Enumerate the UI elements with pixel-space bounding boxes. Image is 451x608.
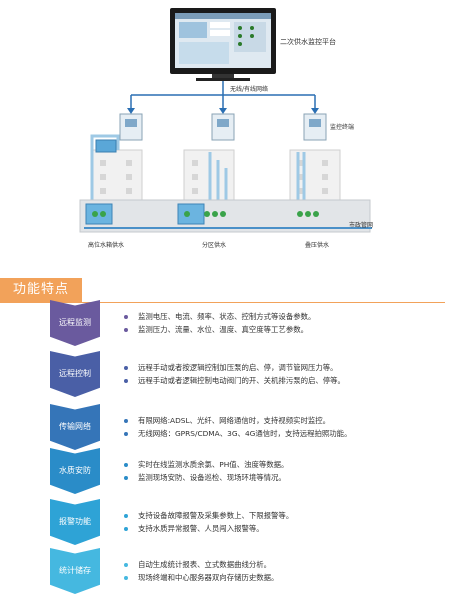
- pump-icon: [92, 211, 319, 217]
- list-item: 远程手动或者逻辑控制电动阀门的开、关机排污泵的启、停等。: [122, 374, 442, 387]
- bullet-dot-icon: [124, 365, 128, 370]
- bullet-dot-icon: [124, 526, 128, 531]
- list-item: 无线网络：GPRS/CDMA、3G、4G通信时，支持远程拍照功能。: [122, 427, 442, 440]
- feature-bullets: 监测电压、电流、频率、状态、控制方式等设备参数。监测压力、流量、水位、温度、真空…: [122, 310, 442, 336]
- zone-label: 叠压供水: [305, 242, 330, 249]
- bullet-dot-icon: [124, 575, 128, 580]
- feature-step: 水质安防: [50, 448, 100, 494]
- monitor-icon: [170, 8, 276, 81]
- system-diagram: 二次供水监控平台 无线/有线网络 监控终端 市政管网 高位水箱供水 分区供水 叠…: [0, 0, 451, 270]
- feature-step: 统计储存: [50, 548, 100, 594]
- bullet-text: 现场终端和中心服务器双向存储历史数据。: [138, 573, 279, 582]
- bullet-text: 自动生成统计报表、立式数据曲线分析。: [138, 560, 272, 569]
- feature-step: 远程监测: [50, 300, 100, 346]
- bullet-text: 支持设备故障报警及采集参数上、下限报警等。: [138, 511, 294, 520]
- diagram-graphic: [79, 8, 372, 233]
- bullet-dot-icon: [124, 327, 128, 332]
- bullet-text: 支持水质异常报警、人员闯入报警等。: [138, 524, 264, 533]
- bullet-dot-icon: [124, 562, 128, 567]
- bullet-text: 监测现场安防、设备巡检、现场环境等情况。: [138, 473, 286, 482]
- feature-step-label: 统计储存: [59, 566, 91, 575]
- features-header: 功能特点: [0, 278, 451, 304]
- feature-bullets: 远程手动或者按逻辑控制加压泵的启、停，调节管网压力等。远程手动或者逻辑控制电动阀…: [122, 361, 442, 387]
- network-label: 无线/有线网络: [230, 86, 269, 93]
- bullet-dot-icon: [124, 462, 128, 467]
- terminal-label: 监控终端: [330, 124, 355, 131]
- bullet-text: 远程手动或者逻辑控制电动阀门的开、关机排污泵的启、停等。: [138, 376, 345, 385]
- list-item: 自动生成统计报表、立式数据曲线分析。: [122, 558, 442, 571]
- bullet-text: 实时在线监测水质余氯、PH值、浊度等数据。: [138, 460, 289, 469]
- zone-label: 高位水箱供水: [88, 242, 125, 249]
- bullet-dot-icon: [124, 475, 128, 480]
- bullet-text: 监测压力、流量、水位、温度、真空度等工艺参数。: [138, 325, 308, 334]
- water-tank-icon: [177, 203, 205, 225]
- feature-step-label: 传输网络: [59, 422, 91, 431]
- list-item: 支持设备故障报警及采集参数上、下限报警等。: [122, 509, 442, 522]
- list-item: 远程手动或者按逻辑控制加压泵的启、停，调节管网压力等。: [122, 361, 442, 374]
- bullet-text: 监测电压、电流、频率、状态、控制方式等设备参数。: [138, 312, 316, 321]
- list-item: 现场终端和中心服务器双向存储历史数据。: [122, 571, 442, 584]
- features-list: 远程监测 监测电压、电流、频率、状态、控制方式等设备参数。监测压力、流量、水位、温…: [0, 300, 451, 608]
- bullet-dot-icon: [124, 418, 128, 423]
- pipe-label: 市政管网: [349, 222, 374, 229]
- network-lines: [130, 81, 316, 110]
- feature-bullets: 实时在线监测水质余氯、PH值、浊度等数据。监测现场安防、设备巡检、现场环境等情况…: [122, 458, 442, 484]
- features-title: 功能特点: [0, 278, 82, 302]
- bullet-dot-icon: [124, 378, 128, 383]
- water-tank-icon: [85, 203, 113, 225]
- feature-step-label: 远程控制: [59, 369, 91, 378]
- feature-bullets: 支持设备故障报警及采集参数上、下限报警等。支持水质异常报警、人员闯入报警等。: [122, 509, 442, 535]
- list-item: 支持水质异常报警、人员闯入报警等。: [122, 522, 442, 535]
- feature-step-label: 远程监测: [59, 318, 91, 327]
- roof-tank-icon: [95, 139, 117, 153]
- list-item: 监测压力、流量、水位、温度、真空度等工艺参数。: [122, 323, 442, 336]
- bullet-dot-icon: [124, 431, 128, 436]
- list-item: 实时在线监测水质余氯、PH值、浊度等数据。: [122, 458, 442, 471]
- list-item: 监测电压、电流、频率、状态、控制方式等设备参数。: [122, 310, 442, 323]
- zone-label: 分区供水: [202, 242, 227, 249]
- bullet-dot-icon: [124, 314, 128, 319]
- list-item: 有限网络:ADSL、光纤、网络通信时，支持视频实时监控。: [122, 414, 442, 427]
- platform-label: 二次供水监控平台: [280, 38, 336, 46]
- bullet-text: 远程手动或者按逻辑控制加压泵的启、停，调节管网压力等。: [138, 363, 338, 372]
- feature-bullets: 自动生成统计报表、立式数据曲线分析。现场终端和中心服务器双向存储历史数据。: [122, 558, 442, 584]
- feature-bullets: 有限网络:ADSL、光纤、网络通信时，支持视频实时监控。无线网络：GPRS/CD…: [122, 414, 442, 440]
- list-item: 监测现场安防、设备巡检、现场环境等情况。: [122, 471, 442, 484]
- bullet-text: 有限网络:ADSL、光纤、网络通信时，支持视频实时监控。: [138, 416, 331, 425]
- feature-step: 报警功能: [50, 499, 100, 545]
- feature-step: 远程控制: [50, 351, 100, 397]
- bullet-text: 无线网络：GPRS/CDMA、3G、4G通信时，支持远程拍照功能。: [138, 429, 352, 438]
- feature-step: 传输网络: [50, 404, 100, 450]
- bullet-dot-icon: [124, 513, 128, 518]
- terminal-icon: [119, 113, 327, 141]
- divider: [0, 302, 445, 303]
- feature-step-label: 水质安防: [59, 466, 91, 475]
- feature-step-label: 报警功能: [59, 517, 91, 526]
